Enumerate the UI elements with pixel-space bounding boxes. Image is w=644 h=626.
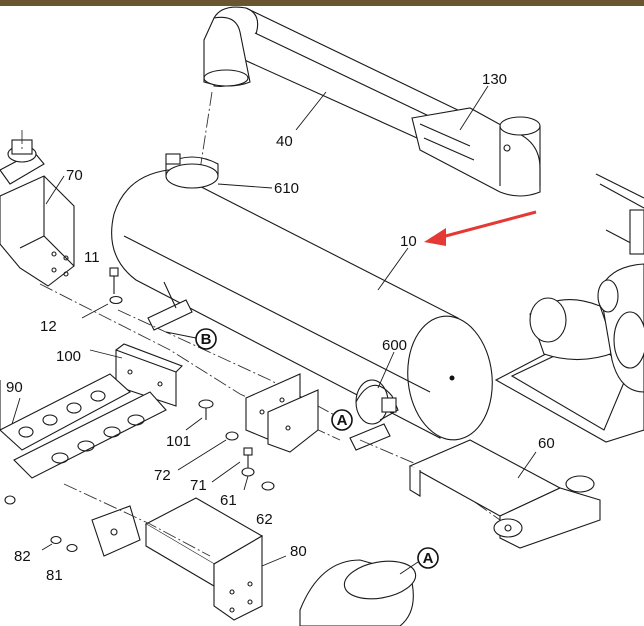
label-600: 600: [382, 337, 407, 354]
label-130: 130: [482, 71, 507, 88]
leader-600: [377, 351, 395, 389]
leader-610: [217, 183, 273, 189]
axis-line-low: [63, 483, 211, 557]
bracket-90[interactable]: [0, 373, 167, 479]
label-70: 70: [66, 167, 83, 184]
leader-71: [211, 461, 241, 483]
top-frame-bar: [0, 0, 644, 6]
label-101: 101: [166, 433, 191, 450]
bolt-11[interactable]: [109, 267, 119, 294]
label-82: 82: [14, 548, 31, 565]
label-61: 61: [220, 492, 237, 509]
highlight-arrow: [424, 210, 537, 246]
bracket-80[interactable]: [144, 497, 264, 621]
label-10: 10: [400, 233, 417, 250]
elbow-pipe-130[interactable]: [411, 107, 541, 197]
bolt-82[interactable]: [50, 535, 62, 545]
washer-72[interactable]: [225, 431, 239, 441]
label-40: 40: [276, 133, 293, 150]
axis-line-upper: [199, 91, 213, 171]
label-71: 71: [190, 477, 207, 494]
mount-foot-right: [349, 423, 391, 451]
leader-b: [165, 331, 197, 339]
lower-pipe[interactable]: [299, 556, 419, 626]
bolt-101[interactable]: [198, 399, 214, 420]
label-610: 610: [274, 180, 299, 197]
mount-foot-left: [147, 281, 193, 331]
leader-72: [177, 439, 227, 471]
leader-90: [11, 397, 21, 425]
leader-a2: [399, 561, 419, 575]
leader-40: [295, 91, 327, 131]
leader-100: [89, 349, 123, 359]
label-100: 100: [56, 348, 81, 365]
label-60: 60: [538, 435, 555, 452]
ref-circle-a-2: A: [417, 547, 439, 569]
washer-12[interactable]: [109, 295, 123, 305]
bracket-70[interactable]: [0, 139, 75, 287]
exploded-parts-diagram: 130 40 610 70 10 11 12 100 90 600 101 72…: [0, 6, 644, 626]
leader-12: [81, 303, 109, 319]
leader-61: [243, 475, 249, 491]
edge-washer: [4, 495, 16, 505]
label-11: 11: [84, 249, 100, 266]
leader-10: [377, 247, 409, 291]
leader-70: [45, 175, 65, 205]
label-62: 62: [256, 511, 273, 528]
svg-text:A: A: [337, 412, 348, 429]
bolt-71[interactable]: [243, 447, 253, 470]
mounting-plate[interactable]: [245, 373, 319, 453]
clamp-600[interactable]: [355, 379, 399, 425]
label-12: 12: [40, 318, 57, 335]
leader-101: [185, 417, 203, 431]
bracket-60[interactable]: [408, 439, 601, 549]
axis-line-mid-1: [39, 283, 341, 441]
washer-62[interactable]: [261, 481, 275, 491]
leader-80: [261, 555, 287, 567]
leader-60: [517, 451, 537, 479]
label-80: 80: [290, 543, 307, 560]
small-plate[interactable]: [91, 505, 141, 557]
washer-81[interactable]: [66, 543, 78, 553]
leader-82: [41, 543, 53, 551]
ref-circle-a-1: A: [331, 409, 353, 431]
clamp-610[interactable]: [165, 153, 219, 189]
engine-assembly: [494, 173, 644, 443]
label-81: 81: [46, 567, 63, 584]
ref-circle-b: B: [195, 328, 217, 350]
bracket-100[interactable]: [115, 343, 183, 407]
svg-text:B: B: [201, 331, 212, 348]
label-72: 72: [154, 467, 171, 484]
muffler-body-10[interactable]: [111, 169, 499, 444]
label-90: 90: [6, 379, 23, 396]
leader-130: [459, 85, 489, 131]
svg-text:A: A: [423, 550, 434, 567]
bolt-61[interactable]: [241, 467, 255, 477]
